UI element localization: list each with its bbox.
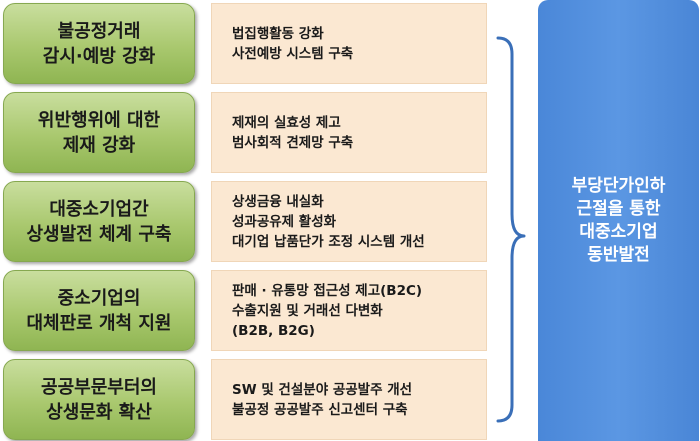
measures-box-4: 판매 · 유통망 접근성 제고(B2C) 수출지원 및 거래선 다변화 (B2B…: [211, 270, 487, 351]
category-box-2: 위반행위에 대한 제재 강화: [3, 92, 195, 173]
curly-brace-icon: [496, 36, 526, 423]
category-box-1: 불공정거래 감시·예방 강화: [3, 3, 195, 84]
measures-box-1: 법집행활동 강화 사전예방 시스템 구축: [211, 3, 487, 84]
category-box-4: 중소기업의 대체판로 개척 지원: [3, 270, 195, 351]
measures-box-3: 상생금융 내실화 성과공유제 활성화 대기업 납품단가 조정 시스템 개선: [211, 181, 487, 262]
measures-box-5: SW 및 건설분야 공공발주 개선 불공정 공공발주 신고센터 구축: [211, 359, 487, 440]
category-box-5: 공공부문부터의 상생문화 확산: [3, 359, 195, 440]
goal-panel: 부당단가인하 근절을 통한 대중소기업 동반발전: [538, 0, 699, 441]
category-box-3: 대중소기업간 상생발전 체계 구축: [3, 181, 195, 262]
measures-box-2: 제재의 실효성 제고 범사회적 견제망 구축: [211, 92, 487, 173]
